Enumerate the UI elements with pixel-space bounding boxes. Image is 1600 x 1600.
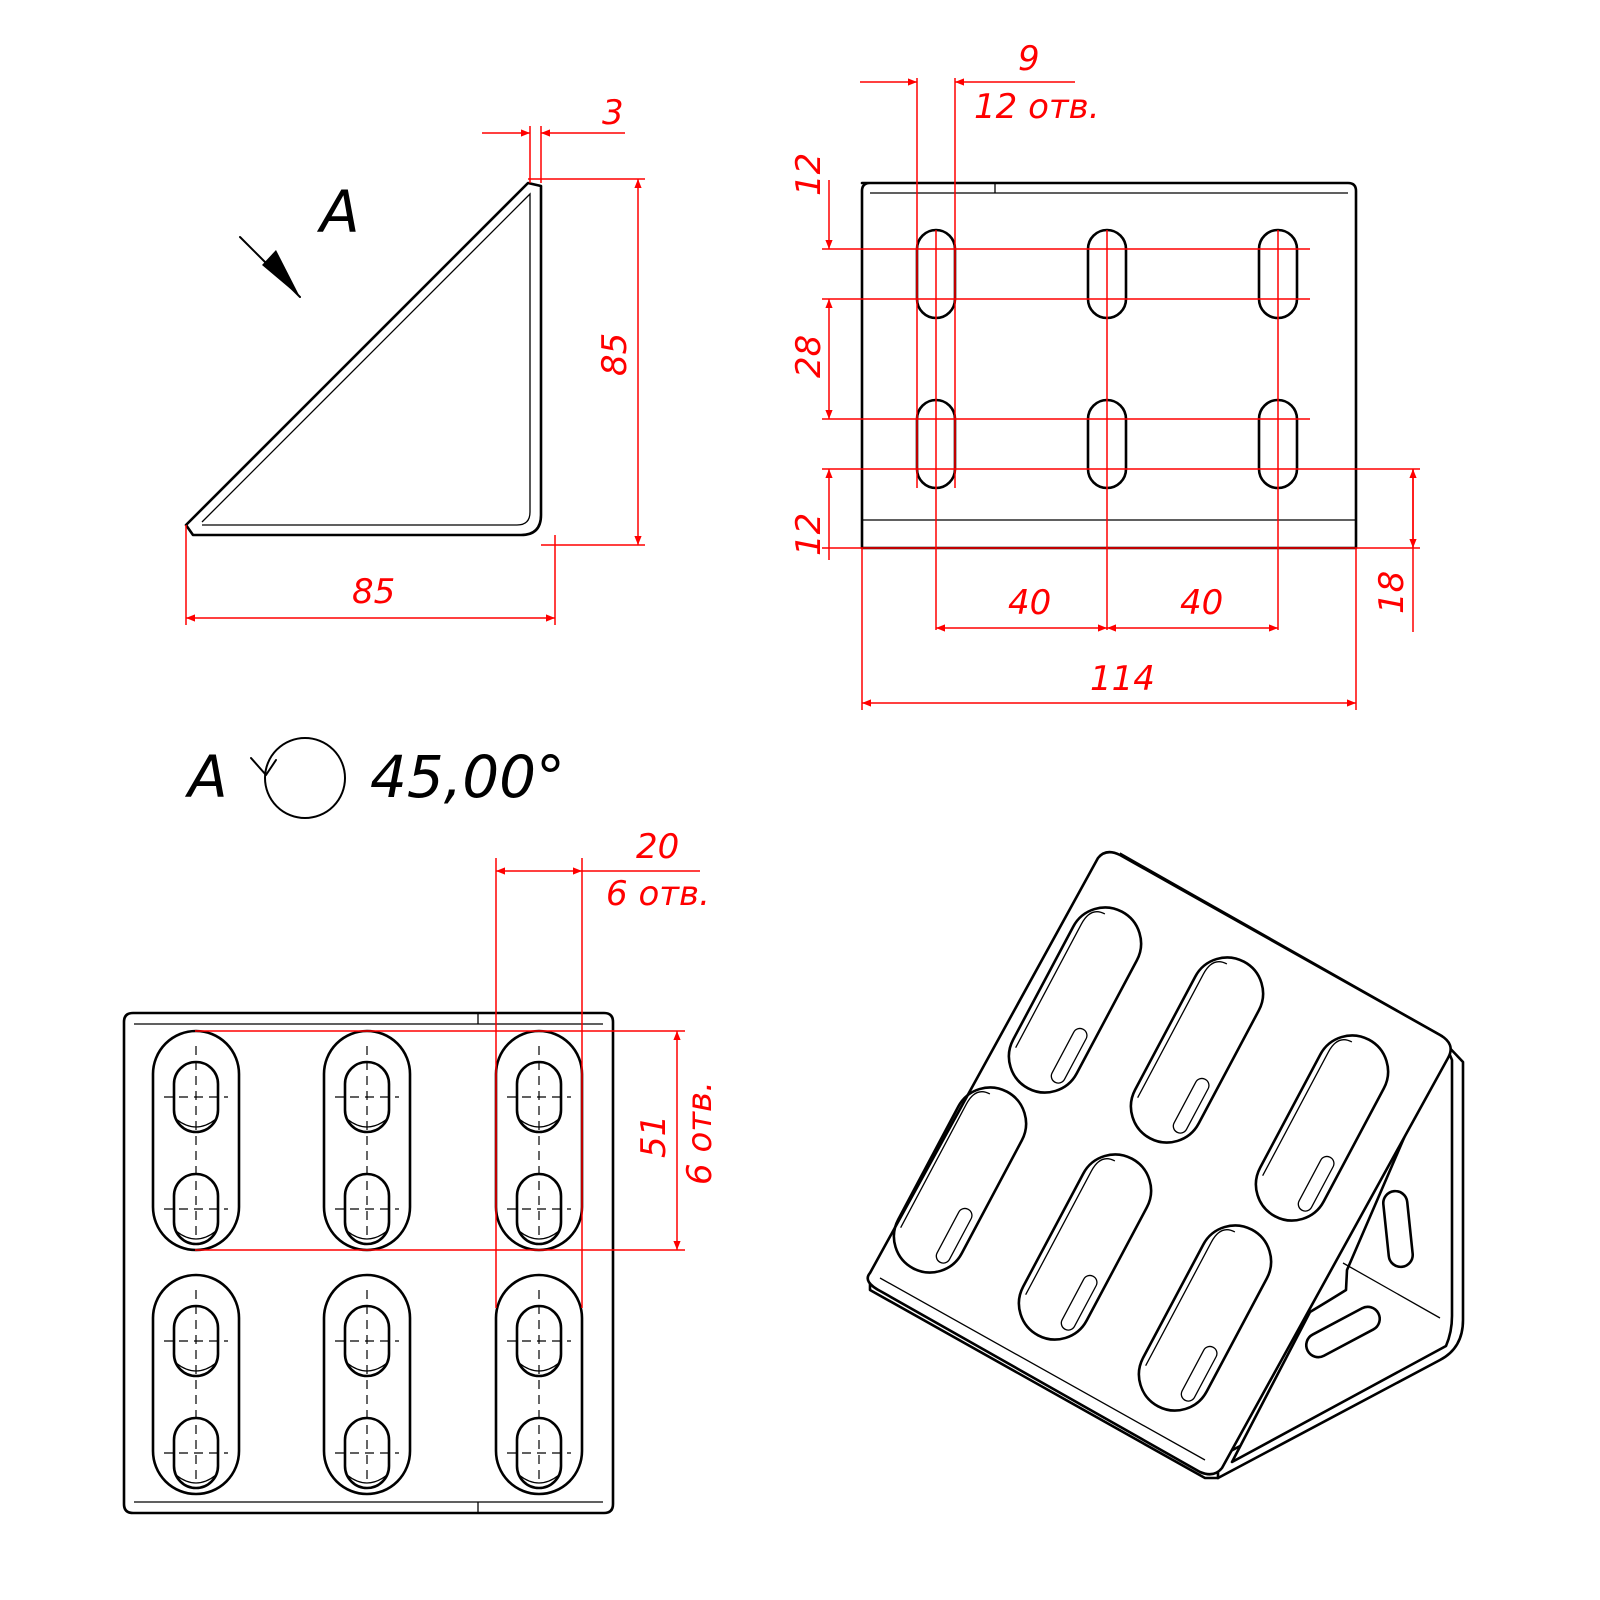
dim-edge-bottom: 12 [789,513,829,556]
dim-lip-height: 18 [1372,571,1412,614]
rotation-view-label: A [184,743,228,811]
rotation-angle: 45,00° [370,743,565,811]
iso-slot-3 [1254,1034,1390,1222]
dim-row-gap: 28 [789,335,829,378]
dim-edge-top: 12 [789,153,829,196]
face-slot-1-3 [494,1029,584,1252]
side-view-inner-edge [201,192,531,526]
top-view: 9 12 отв. 12 28 12 40 40 114 [789,39,1420,710]
iso-side-slot-vertical [1381,1189,1415,1269]
view-arrow-a: A [239,178,360,298]
dim-hole-dia: 9 [1018,39,1040,79]
side-view-outline [184,181,543,537]
face-view: 20 6 отв. 51 6 отв. [122,827,720,1515]
face-view-outline [122,1011,615,1515]
dim-width-value: 85 [352,572,395,612]
dim-height-value: 85 [595,333,635,376]
dim-slot-count-l: 6 отв. [680,1081,720,1185]
dim-slot-count-w: 6 отв. [606,874,710,914]
isometric-view [866,850,1465,1480]
dim-height: 85 [528,178,645,546]
iso-slot-6 [1137,1224,1273,1412]
dim-pitch-2: 40 [1180,583,1223,623]
side-view: A 3 85 85 [184,93,645,625]
face-dim-slot-length: 51 6 отв. [195,1030,720,1251]
iso-slot-1 [1007,906,1143,1094]
dim-thickness-value: 3 [602,93,624,133]
iso-slot-2 [1129,956,1265,1144]
face-slot-2-3 [494,1273,584,1496]
rotation-note: A 45,00° [184,737,565,819]
rotation-icon [250,737,346,819]
dim-width: 85 [185,525,556,625]
iso-side-slot-lower [1304,1305,1382,1359]
dim-overall-width: 114 [1090,659,1155,699]
dim-thickness: 3 [482,93,625,183]
face-dim-slot-width: 20 6 отв. [495,827,710,1308]
iso-slot-5 [1017,1153,1153,1341]
face-slot-2-2 [322,1273,412,1496]
face-slot-1-1 [151,1029,241,1252]
dim-hole-count: 12 отв. [974,87,1100,127]
iso-slots [892,906,1390,1412]
dim-slot-width: 20 [636,827,679,867]
top-view-dimensions: 9 12 отв. 12 28 12 40 40 114 [789,39,1420,710]
view-label-a: A [316,178,360,246]
face-slot-1-2 [322,1029,412,1252]
face-view-slots [151,1029,584,1496]
iso-slot-4 [892,1086,1028,1274]
dim-slot-length: 51 [634,1115,674,1158]
face-slot-2-1 [151,1273,241,1496]
iso-slanted-plate [866,850,1452,1476]
dim-pitch-1: 40 [1008,583,1051,623]
